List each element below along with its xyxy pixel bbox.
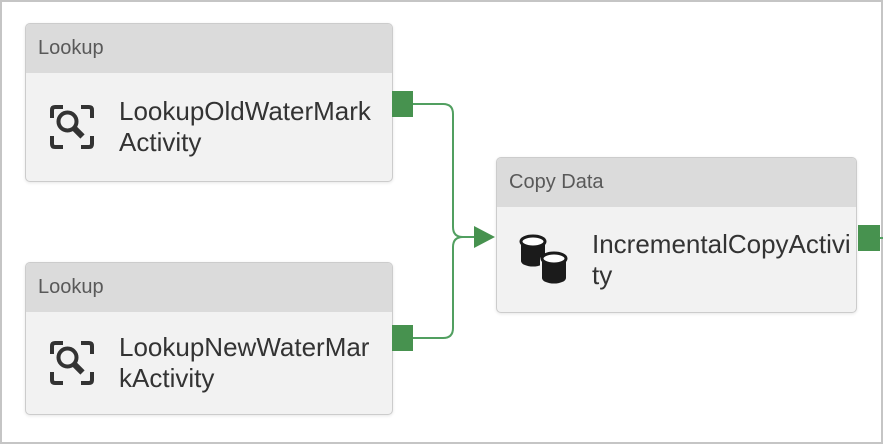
activity-type-header: Copy Data xyxy=(497,158,856,207)
output-port-lookup-new[interactable] xyxy=(392,325,413,351)
activity-body: LookupOldWaterMarkActivity xyxy=(26,73,392,181)
activity-body: IncrementalCopyActivity xyxy=(497,207,856,312)
connector-lookup-old-to-copy xyxy=(413,103,474,238)
activity-name: LookupOldWaterMarkActivity xyxy=(119,96,371,157)
output-port-copy-data[interactable] xyxy=(858,225,880,251)
activity-node-lookup-old-watermark[interactable]: Lookup LookupOldWaterMarkActivity xyxy=(25,23,393,182)
copy-data-icon xyxy=(519,234,569,286)
activity-name: IncrementalCopyActivity xyxy=(592,228,851,290)
activity-name: LookupNewWaterMarkActivity xyxy=(119,332,370,393)
activity-node-incremental-copy[interactable]: Copy Data IncrementalCopyActivity xyxy=(496,157,857,313)
lookup-icon xyxy=(48,103,96,151)
activity-type-header: Lookup xyxy=(26,24,392,73)
activity-type-header: Lookup xyxy=(26,263,392,312)
lookup-icon xyxy=(48,339,96,387)
output-port-lookup-old[interactable] xyxy=(392,91,413,117)
connector-arrowhead xyxy=(474,226,495,248)
activity-body: LookupNewWaterMarkActivity xyxy=(26,312,392,414)
activity-node-lookup-new-watermark[interactable]: Lookup LookupNewWaterMarkActivity xyxy=(25,262,393,415)
connector-lookup-new-to-copy xyxy=(413,236,474,339)
